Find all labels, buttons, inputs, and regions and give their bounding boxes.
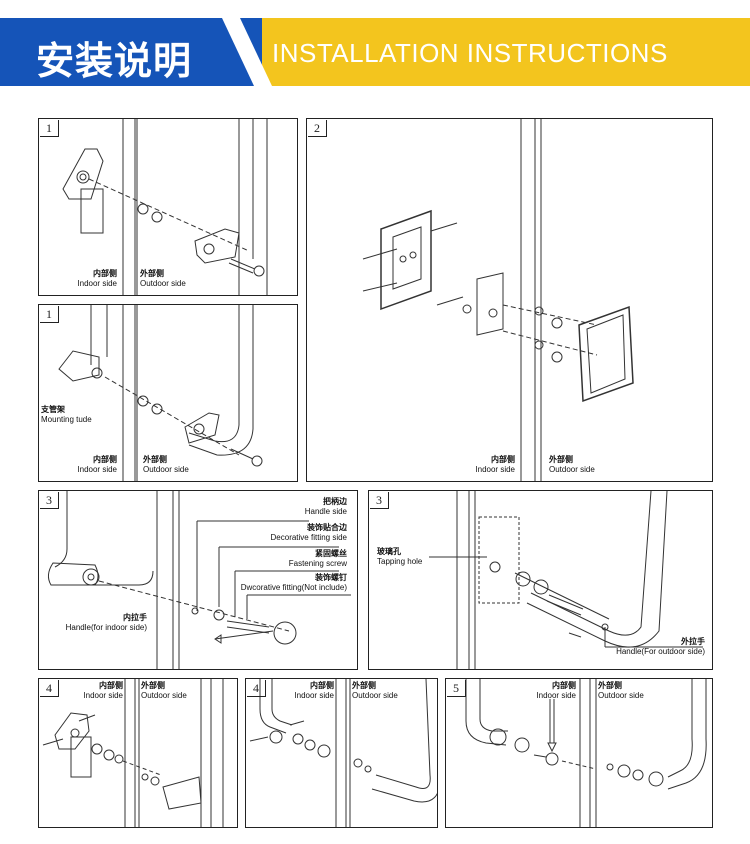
banner-yellow-band — [228, 18, 750, 86]
step-number: 1 — [40, 120, 59, 137]
step-1-top-drawing — [62, 119, 268, 295]
step-number: 3 — [40, 492, 59, 509]
step-number: 1 — [40, 306, 59, 323]
title-english: INSTALLATION INSTRUCTIONS — [272, 38, 668, 68]
step-number: 4 — [247, 680, 266, 697]
step-5-drawing — [465, 679, 707, 827]
step-4-left-drawing — [42, 679, 224, 827]
step-3-left-drawing — [47, 491, 351, 669]
header-banner: 安装说明 INSTALLATION INSTRUCTIONS — [0, 18, 750, 86]
step-1-bottom-drawing — [58, 305, 263, 481]
step-number: 5 — [447, 680, 466, 697]
step-2-drawing — [362, 119, 634, 481]
banner-slant — [222, 18, 272, 86]
step-number: 4 — [40, 680, 59, 697]
step-number: 2 — [308, 120, 327, 137]
step-4-middle-drawing — [249, 679, 437, 827]
step-3-right-drawing — [429, 491, 703, 669]
banner-blue-band — [0, 18, 262, 86]
step-number: 3 — [370, 492, 389, 509]
title-chinese: 安装说明 — [36, 39, 193, 83]
